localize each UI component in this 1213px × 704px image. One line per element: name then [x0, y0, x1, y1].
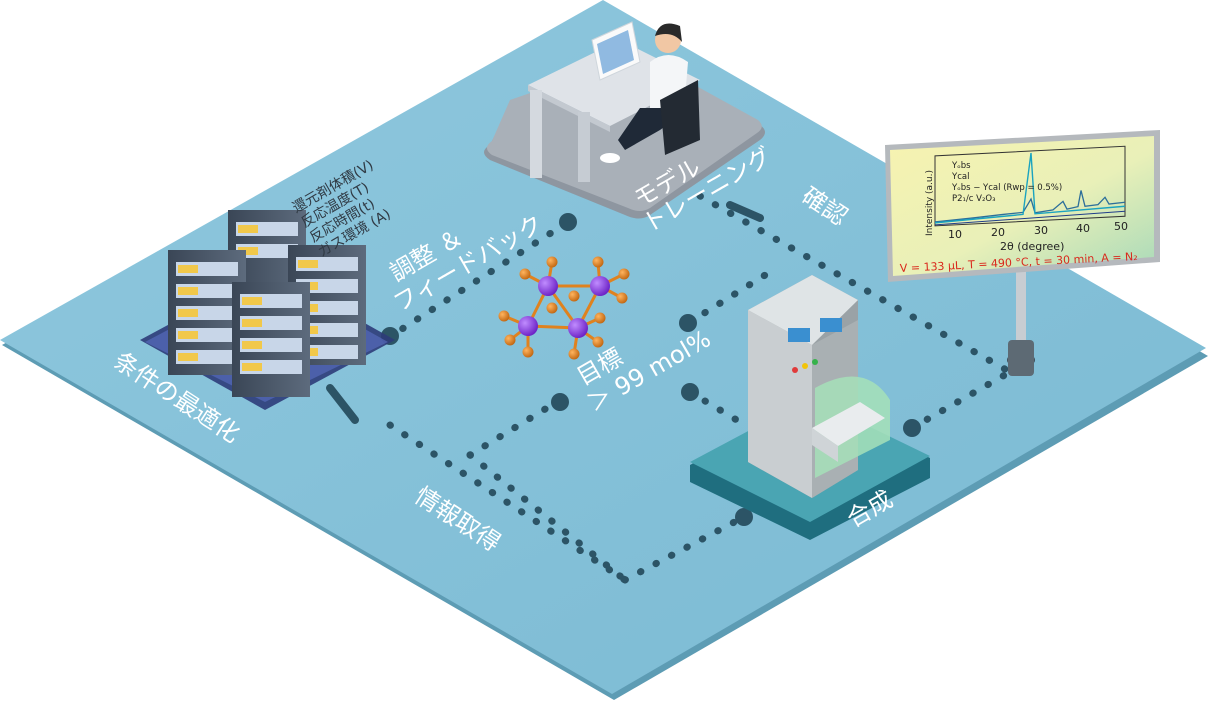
connection-paths	[384, 192, 1014, 584]
vanadium-atoms	[518, 276, 610, 338]
thick-connector	[326, 201, 764, 424]
xrd-y-axis-label: Intensity (a.u.)	[925, 170, 935, 236]
synthesis-apparatus-icon	[690, 275, 930, 540]
xrd-legend-obs: Yₒbs	[951, 161, 971, 171]
xrd-plot	[934, 145, 1126, 227]
xrd-x-axis-label: 2θ (degree)	[1000, 240, 1064, 253]
xrd-tick-10: 10	[948, 228, 962, 241]
xrd-tick-30: 30	[1034, 224, 1048, 237]
xrd-tick-20: 20	[991, 226, 1005, 239]
xrd-tick-50: 50	[1114, 220, 1128, 233]
xrd-tick-40: 40	[1076, 222, 1090, 235]
xrd-legend-phase: P2₁/c V₂O₃	[952, 194, 996, 204]
xrd-legend-cal: Ycal	[951, 172, 969, 182]
xrd-legend-diff: Yₒbs − Ycal (Rwp = 0.5%)	[951, 183, 1062, 193]
xrd-legend: Yₒbs Ycal Yₒbs − Ycal (Rwp = 0.5%) P2₁/c…	[951, 161, 1062, 204]
xrd-display-board: Intensity (a.u.) Yₒbs Ycal Yₒbs − Ycal (…	[885, 130, 1160, 376]
oxygen-atoms	[498, 256, 630, 360]
xrd-x-ticks: 10 20 30 40 50	[948, 220, 1128, 241]
server-cluster-icon	[140, 210, 395, 410]
model-training-workstation-icon	[484, 21, 765, 219]
